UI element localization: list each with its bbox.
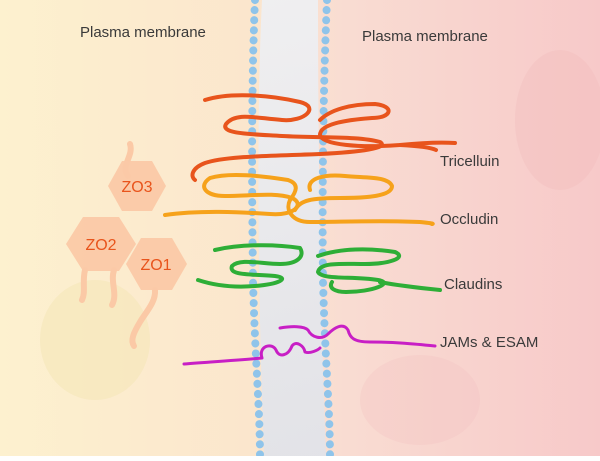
occludin-label: Occludin — [440, 211, 499, 228]
zo2: ZO2 — [66, 217, 136, 271]
cell-blob — [40, 280, 150, 400]
zo1-label: ZO1 — [140, 257, 171, 274]
cell-blob — [515, 50, 600, 190]
zo1: ZO1 — [126, 238, 187, 290]
zo2-hexagon — [66, 217, 136, 271]
zo3: ZO3 — [108, 161, 166, 211]
claudin-strands — [196, 243, 442, 294]
zo-tails — [79, 141, 159, 349]
zo3-hexagon — [108, 161, 166, 211]
jams-esam-label: JAMs & ESAM — [440, 334, 539, 351]
tricelluin-leader — [398, 143, 438, 152]
membrane-left — [248, 0, 264, 460]
membrane-right — [318, 0, 334, 460]
zo2-label: ZO2 — [85, 237, 116, 254]
membrane-left-label: Plasma membrane — [80, 24, 206, 41]
jams-esam-strands — [182, 324, 437, 366]
cell-blob — [360, 355, 480, 445]
intercellular-space — [258, 0, 326, 456]
tricelluin-label: Tricelluin — [440, 153, 500, 170]
zo3-label: ZO3 — [121, 179, 152, 196]
zo1-hexagon — [126, 238, 187, 290]
claudins-label: Claudins — [444, 276, 503, 293]
occludin-strands — [163, 172, 435, 226]
membrane-right-label: Plasma membrane — [362, 28, 488, 45]
